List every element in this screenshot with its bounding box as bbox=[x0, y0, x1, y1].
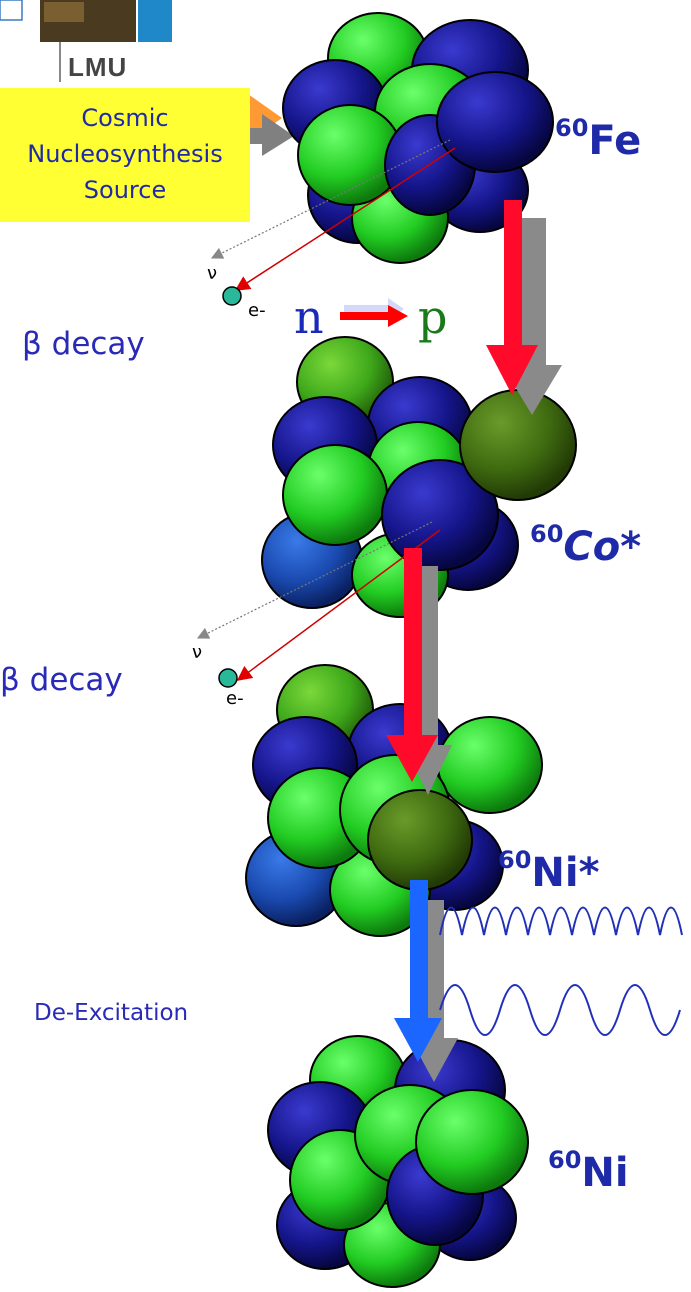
decay-arrows bbox=[386, 200, 562, 1082]
ni60-excited-label: 60Ni* bbox=[498, 848, 600, 896]
electron-icon bbox=[222, 286, 242, 306]
proton-symbol: p bbox=[418, 290, 448, 344]
electron-label-2: e- bbox=[226, 688, 244, 709]
gray-arrow-icon bbox=[218, 114, 294, 156]
logo-blue-panel bbox=[138, 0, 172, 42]
gray-shadow-arrow-3 bbox=[410, 900, 458, 1082]
fe60-mass: 60 bbox=[555, 114, 589, 143]
ni60-nucleus bbox=[267, 1035, 529, 1288]
lmu-logo bbox=[0, 0, 172, 82]
gamma-wave-upper bbox=[439, 906, 683, 936]
de-excitation-label: De-Excitation bbox=[34, 1000, 189, 1026]
co60-label: 60Co* bbox=[530, 522, 642, 570]
ni60-mass: 60 bbox=[548, 1146, 582, 1175]
beta-decay-1-trails bbox=[210, 139, 456, 306]
ni60-label: 60Ni bbox=[548, 1148, 629, 1196]
neutrino-label-2: ν bbox=[192, 642, 203, 663]
blue-deexcitation-arrow bbox=[394, 880, 442, 1062]
beta-decay-label-1: β decay bbox=[22, 326, 145, 362]
source-box bbox=[0, 88, 250, 222]
co60-nucleus bbox=[261, 336, 577, 618]
red-decay-arrow-1 bbox=[486, 200, 538, 395]
source-line-2: Nucleosynthesis bbox=[27, 140, 223, 168]
source-line-3: Source bbox=[83, 176, 167, 204]
electron-label-1: e- bbox=[248, 300, 266, 321]
fe60-label: 60Fe bbox=[555, 116, 642, 164]
ni60-excited-symbol: Ni* bbox=[531, 850, 600, 896]
lmu-logo-text: LMU bbox=[68, 52, 128, 82]
logo-seal-icon bbox=[0, 0, 23, 21]
fe60-nucleus bbox=[282, 12, 554, 264]
co60-mass: 60 bbox=[530, 520, 564, 549]
fe60-symbol: Fe bbox=[588, 118, 642, 164]
beta-decay-label-2: β decay bbox=[0, 662, 123, 698]
co60-symbol: Co* bbox=[563, 524, 642, 570]
neutron-symbol: n bbox=[294, 290, 324, 344]
ni60-symbol: Ni bbox=[581, 1150, 629, 1196]
red-decay-arrow-2 bbox=[386, 548, 438, 782]
electron-icon-2 bbox=[218, 668, 238, 688]
gamma-waves bbox=[439, 906, 683, 1036]
gamma-wave-lower bbox=[439, 984, 681, 1036]
ni60-excited-mass: 60 bbox=[498, 846, 532, 875]
ni60-excited-nucleus bbox=[245, 664, 543, 937]
neutrino-label-1: ν bbox=[207, 263, 218, 284]
n-to-p-arrow bbox=[340, 298, 408, 327]
source-label: Cosmic Nucleosynthesis Source bbox=[0, 100, 250, 208]
gray-shadow-arrow-2 bbox=[404, 566, 452, 795]
source-line-1: Cosmic bbox=[81, 104, 169, 132]
logo-galaxy-image-detail bbox=[44, 2, 84, 22]
